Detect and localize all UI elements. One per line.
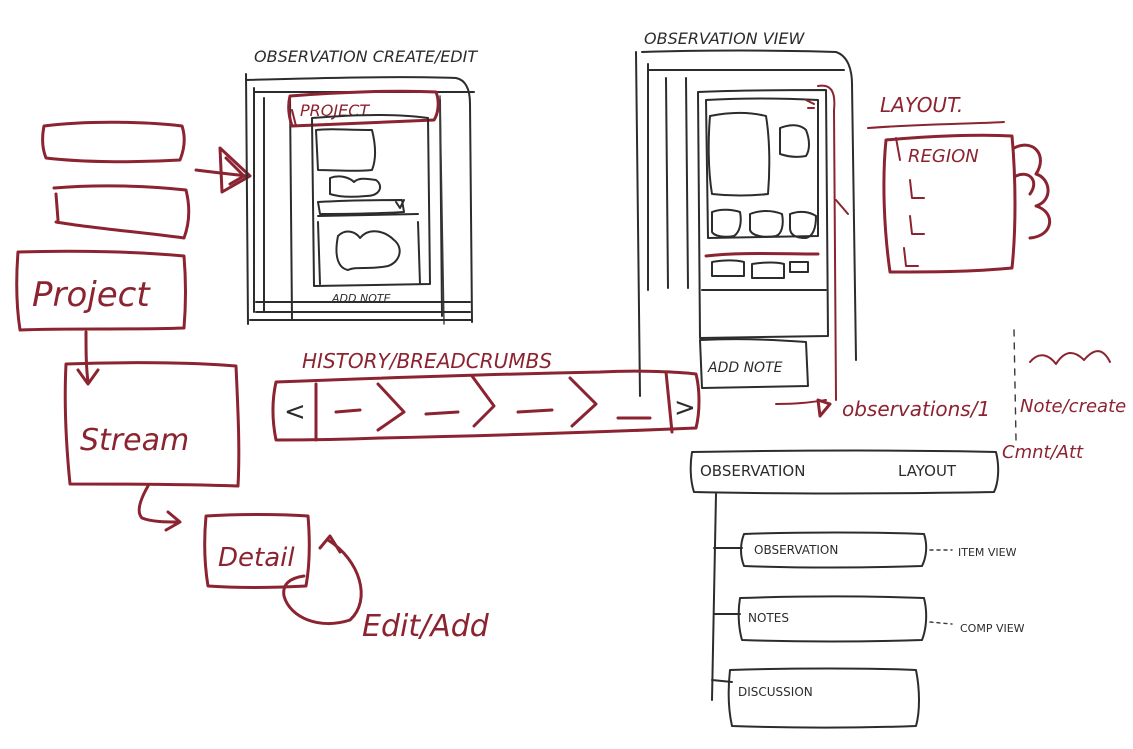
stream-box: Stream <box>63 361 241 488</box>
project-box: Project <box>15 249 187 332</box>
tree-child-3-label: DISCUSSION <box>738 685 813 699</box>
arrow-project-stream <box>76 330 100 386</box>
list-item-sketch-2 <box>52 184 191 240</box>
create-edit-title: OBSERVATION CREATE/EDIT <box>254 47 478 66</box>
tree-child-2-annotation: COMP VIEW <box>960 622 1025 635</box>
tree-root-right: LAYOUT <box>898 462 957 480</box>
region-label: REGION <box>908 146 979 167</box>
breadcrumb-forward: > <box>674 393 696 423</box>
arrow-stream-detail <box>137 484 182 532</box>
tree-child-1-annotation: ITEM VIEW <box>958 546 1017 559</box>
breadcrumbs-sketch: HISTORY/BREADCRUMBS < > <box>271 349 701 442</box>
project-label: Project <box>32 275 151 315</box>
tree-root-left: OBSERVATION <box>700 462 805 480</box>
create-edit-add-note: ADD NOTE <box>331 292 391 305</box>
edit-add-label: Edit/Add <box>362 609 490 644</box>
layout-title: LAYOUT. <box>880 93 963 117</box>
edit-loop-arrow: Edit/Add <box>282 534 490 644</box>
route-note-create: Note/create <box>1020 396 1126 417</box>
breadcrumbs-title: HISTORY/BREADCRUMBS <box>302 349 552 373</box>
view-add-note: ADD NOTE <box>707 360 783 376</box>
view-wireframe: OBSERVATION VIEW ADD NOTE <box>635 29 857 401</box>
layout-region-sketch: LAYOUT. REGION <box>867 93 1052 274</box>
detail-label: Detail <box>218 543 295 573</box>
stream-label: Stream <box>80 423 189 458</box>
breadcrumb-back: < <box>284 397 306 427</box>
routes-annotation: observations/1 Note/create Cmnt/Att <box>775 329 1126 463</box>
route-comment-attach: Cmnt/Att <box>1002 442 1084 463</box>
tree-child-2-label: NOTES <box>748 611 789 625</box>
tree-child-1-label: OBSERVATION <box>754 543 838 557</box>
route-observations: observations/1 <box>842 397 990 421</box>
layout-tree: OBSERVATION LAYOUT OBSERVATION ITEM VIEW… <box>689 449 1025 729</box>
arrow-to-wireframe <box>194 146 252 194</box>
list-item-sketch-1 <box>41 120 186 164</box>
detail-box: Detail <box>203 513 311 589</box>
view-title: OBSERVATION VIEW <box>644 29 806 48</box>
create-edit-wireframe: OBSERVATION CREATE/EDIT PROJECT ADD NOTE <box>245 47 478 325</box>
